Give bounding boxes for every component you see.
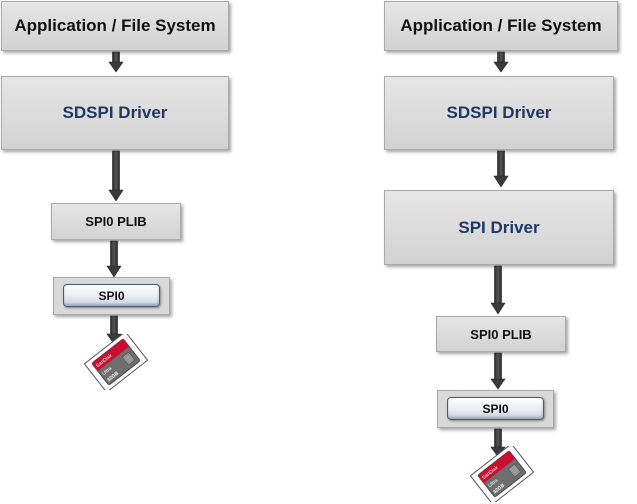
right-spi0-plib-box: SPI0 PLIB — [436, 316, 566, 352]
right-spi-driver-box: SPI Driver — [384, 190, 614, 265]
left-sdspi-driver-label: SDSPI Driver — [62, 103, 168, 122]
left-app-filesystem-box: Application / File System — [1, 1, 229, 51]
left-spi0-label: SPI0 — [98, 288, 125, 303]
sd-card-line-text: Ultra — [101, 366, 113, 377]
left-app-filesystem-label: Application / File System — [14, 16, 216, 35]
right-arrow-spidriver-to-plib — [490, 265, 506, 315]
left-spi0-plib-box: SPI0 PLIB — [51, 203, 181, 240]
right-spi0-chip: SPI0 — [447, 397, 544, 420]
sd-card-line-text: Ultra — [487, 478, 499, 489]
left-spi0-peripheral-box: SPI0 — [53, 277, 170, 315]
right-spi0-label: SPI0 — [482, 401, 509, 416]
right-app-filesystem-box: Application / File System — [384, 1, 618, 51]
left-sd-card-icon: SanDisk Ultra 32GB — [84, 334, 148, 390]
right-arrow-app-to-sdspi — [493, 51, 509, 73]
right-spi0-peripheral-box: SPI0 — [437, 390, 554, 428]
right-spi-driver-label: SPI Driver — [458, 217, 540, 237]
right-sdspi-driver-box: SDSPI Driver — [384, 76, 614, 150]
left-arrow-sdspi-to-plib — [108, 150, 124, 202]
left-arrow-app-to-sdspi — [108, 51, 124, 73]
right-arrow-sdspi-to-spidriver — [493, 150, 509, 188]
right-sdspi-driver-label: SDSPI Driver — [446, 103, 552, 122]
left-arrow-plib-to-spi0 — [106, 240, 122, 278]
right-sd-card-icon: SanDisk Ultra 32GB — [470, 446, 534, 502]
left-sdspi-driver-box: SDSPI Driver — [1, 76, 229, 150]
left-spi0-plib-label: SPI0 PLIB — [85, 214, 147, 229]
right-spi0-plib-label: SPI0 PLIB — [470, 326, 532, 342]
right-app-filesystem-label: Application / File System — [400, 16, 602, 35]
right-arrow-plib-to-spi0 — [490, 352, 506, 390]
left-spi0-chip: SPI0 — [63, 284, 160, 307]
